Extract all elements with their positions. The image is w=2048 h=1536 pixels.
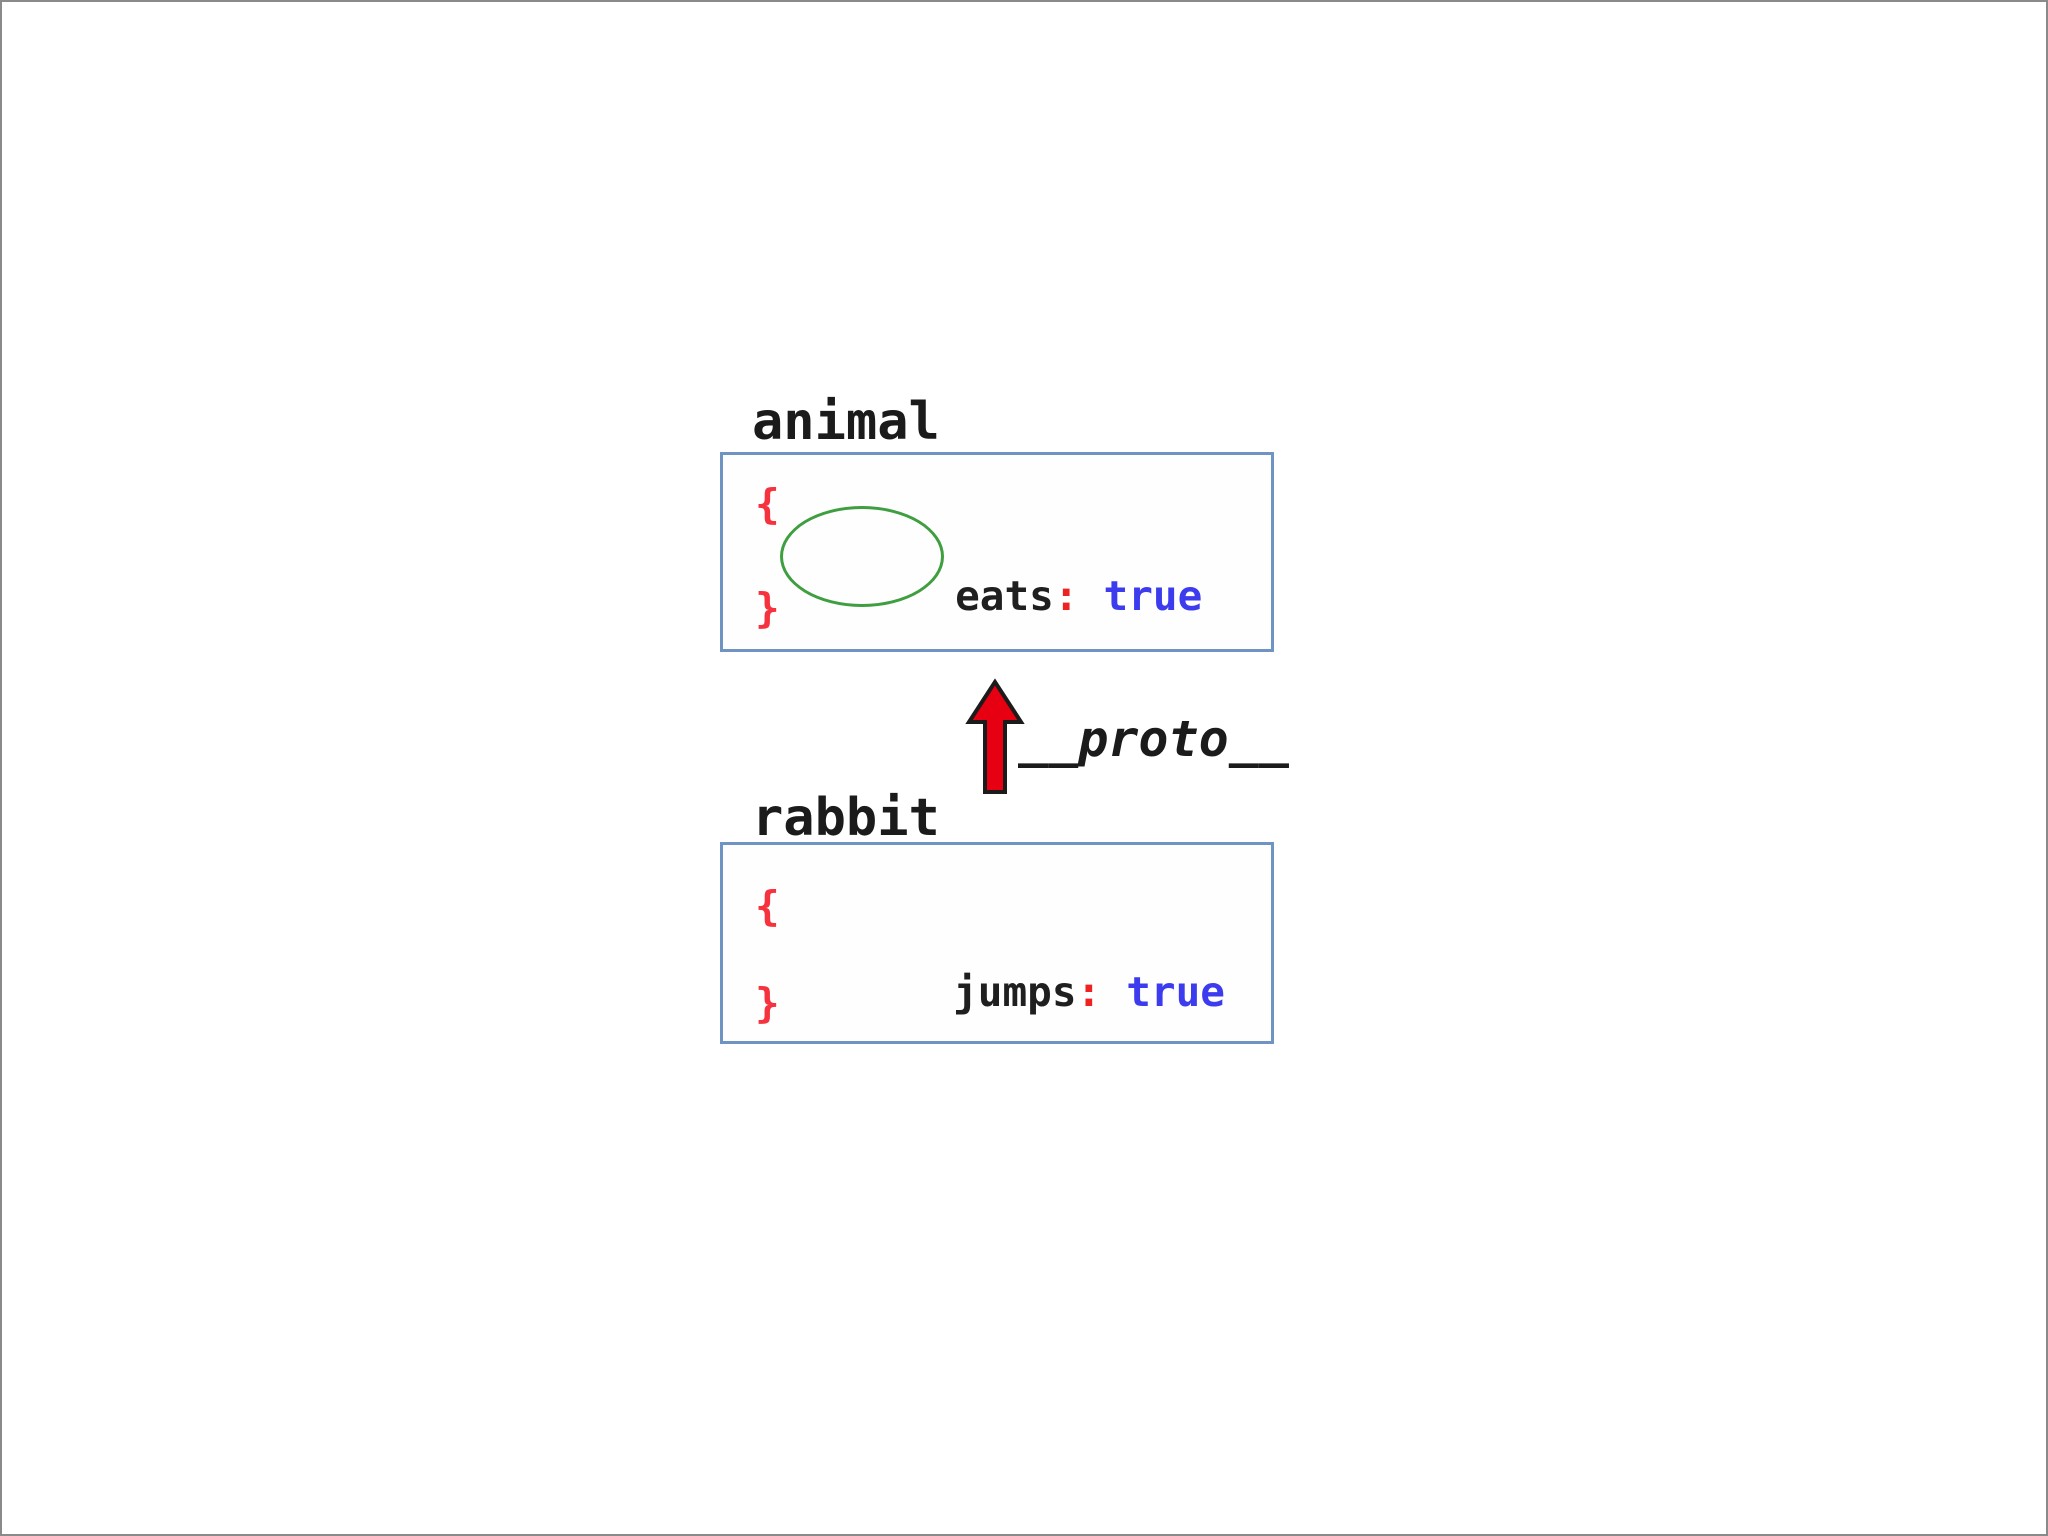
rabbit-property-value: true bbox=[1126, 968, 1225, 1016]
proto-relation-label: __proto__ bbox=[1018, 710, 1289, 768]
proto-arrow-up-icon bbox=[965, 678, 1025, 794]
animal-property-line: eats: true bbox=[807, 535, 1202, 658]
animal-property-colon: : bbox=[1053, 572, 1079, 620]
animal-object-label: animal bbox=[752, 392, 940, 452]
animal-property-name: eats bbox=[955, 572, 1054, 620]
rabbit-object-box: { jumps: true } bbox=[720, 842, 1274, 1044]
animal-property-value: true bbox=[1103, 572, 1203, 620]
rabbit-property-name: jumps bbox=[953, 968, 1077, 1016]
rabbit-open-brace: { bbox=[755, 882, 780, 930]
animal-close-brace: } bbox=[755, 584, 780, 632]
animal-object-box: { eats: true } bbox=[720, 452, 1274, 652]
rabbit-close-brace: } bbox=[755, 979, 780, 1027]
eats-highlight-ellipse-icon bbox=[780, 506, 944, 607]
rabbit-property-line: jumps: true bbox=[805, 931, 1225, 1054]
rabbit-property-colon: : bbox=[1076, 968, 1102, 1016]
rabbit-object-label: rabbit bbox=[752, 788, 940, 848]
animal-open-brace: { bbox=[755, 480, 780, 528]
